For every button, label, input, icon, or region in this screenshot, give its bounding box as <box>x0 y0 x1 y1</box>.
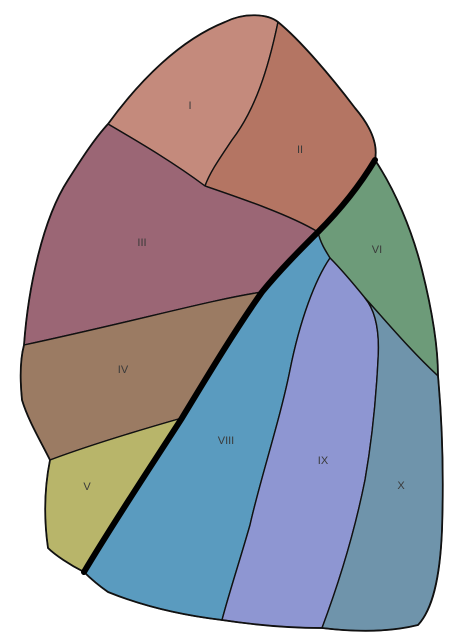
label-IV: IV <box>118 364 129 376</box>
label-VI: VI <box>372 244 382 256</box>
label-II: II <box>297 144 303 156</box>
label-IX: IX <box>318 455 329 467</box>
label-I: I <box>188 100 191 112</box>
label-X: X <box>397 480 405 492</box>
label-III: III <box>137 237 146 249</box>
label-VIII: VIII <box>218 435 235 447</box>
label-V: V <box>83 481 91 493</box>
